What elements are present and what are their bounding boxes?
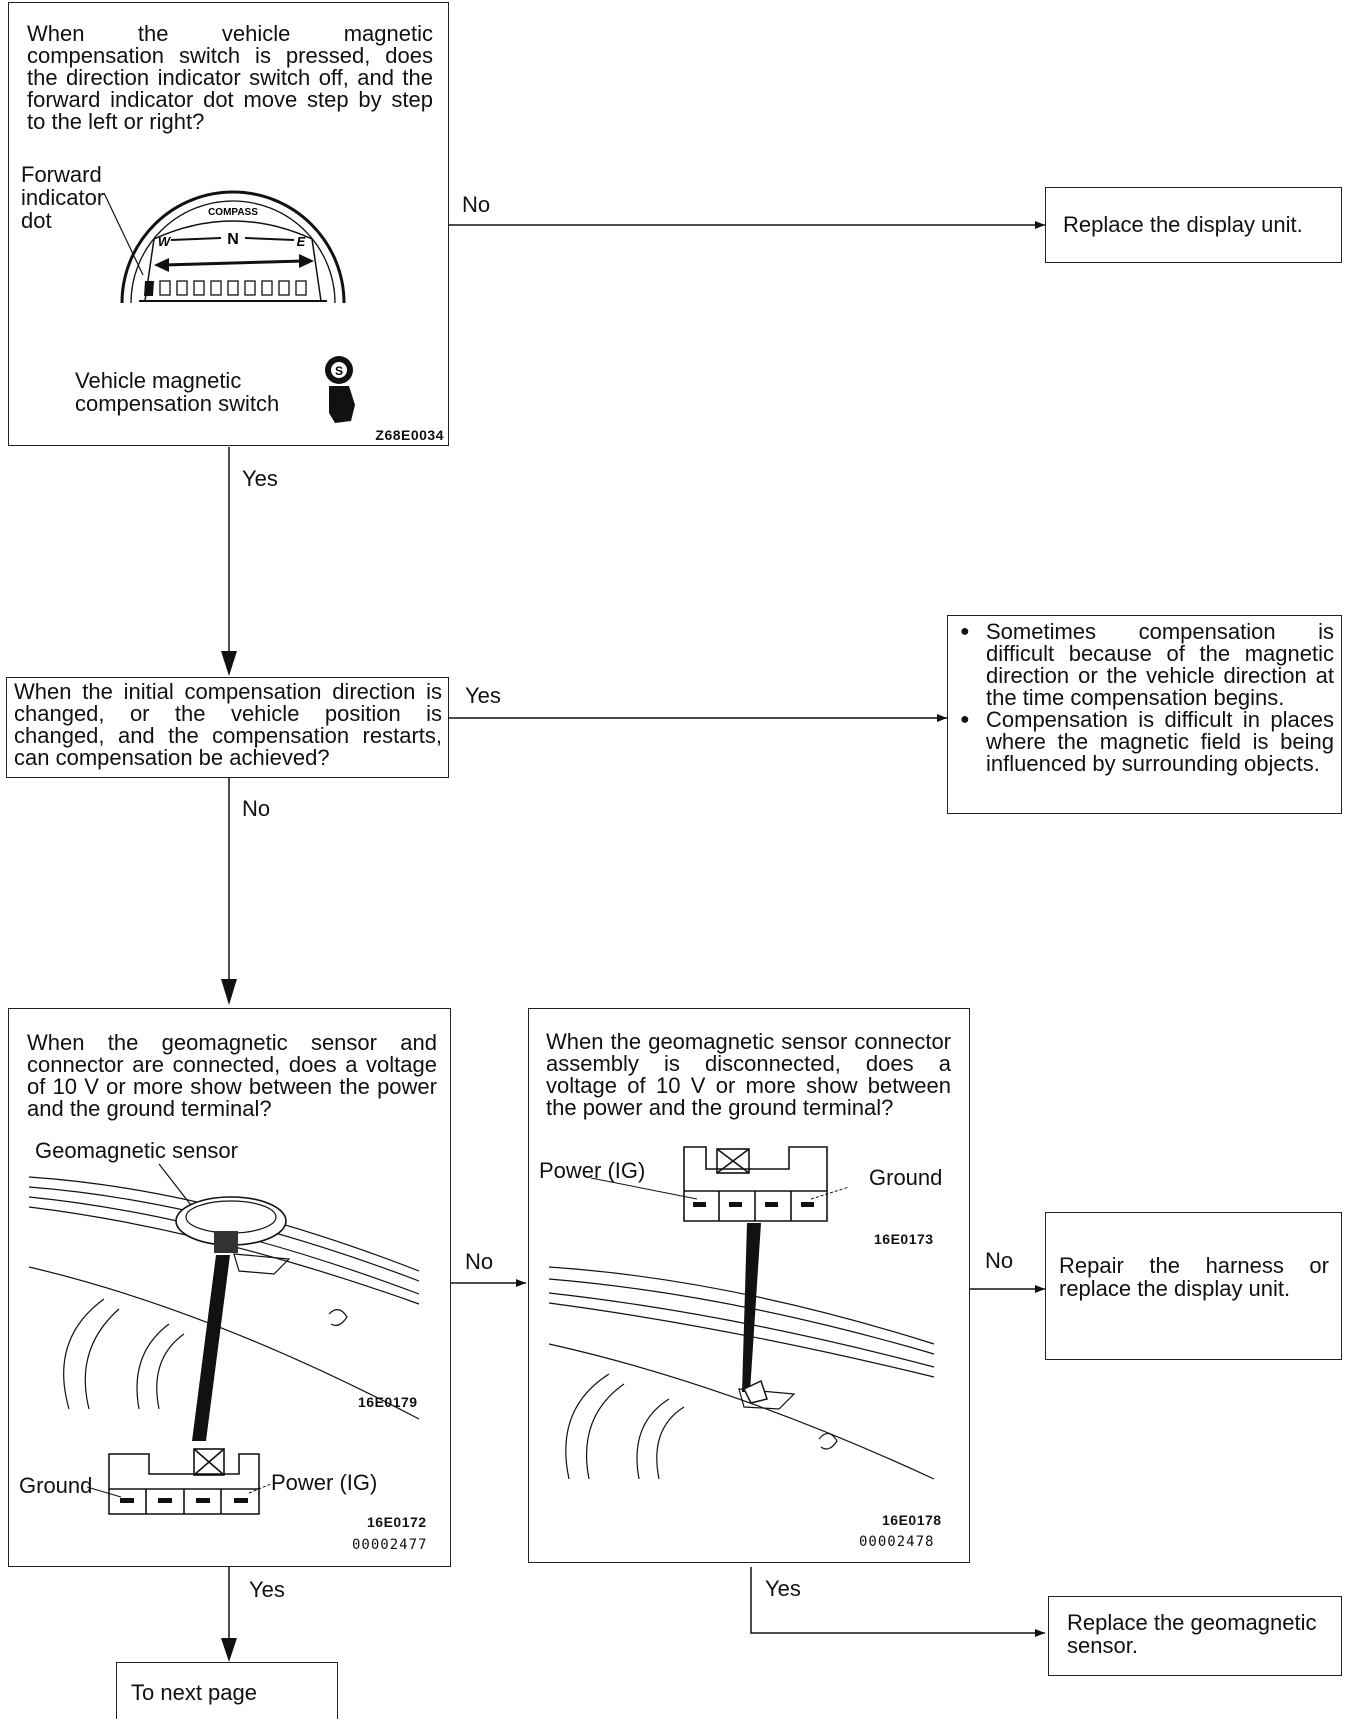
- question-1-text: When the vehicle magnetic compensation s…: [27, 21, 433, 134]
- result-2-bullets: Sometimes compensation is difficult beca…: [956, 621, 1334, 775]
- arrowhead-q2-no: [221, 979, 237, 1005]
- question-2-text: When the initial compensation direction …: [14, 679, 442, 770]
- sensor-disconnected-illustration: [548, 1146, 935, 1480]
- question-box-1: When the vehicle magnetic compensation s…: [8, 2, 449, 446]
- result-3-text: Repair the harness or replace the displa…: [1059, 1253, 1329, 1301]
- ground-label: Ground: [869, 1165, 943, 1190]
- flow-label-q3-no: No: [465, 1249, 494, 1274]
- switch-label: Vehicle magnetic compensation switch: [75, 368, 280, 416]
- result-compensation-notes: Sometimes compensation is difficult beca…: [947, 615, 1342, 814]
- ground-label: Ground: [19, 1473, 93, 1498]
- figure-code-z68e0034: Z68E0034: [375, 427, 444, 443]
- compass-display-illustration: COMPASS W N E S: [103, 190, 355, 423]
- figure-code-16e0173: 16E0173: [874, 1231, 934, 1247]
- figure-code-16e0178: 16E0178: [882, 1512, 942, 1528]
- result-4-text: Replace the geomagnetic sensor.: [1067, 1610, 1317, 1658]
- forward-indicator-label: Forward indicator dot: [21, 162, 105, 233]
- compass-label: COMPASS: [208, 207, 258, 218]
- compass-n: N: [227, 231, 239, 248]
- geomagnetic-sensor-label: Geomagnetic sensor: [35, 1138, 238, 1163]
- result-1-text: Replace the display unit.: [1063, 212, 1303, 237]
- flow-label-q2-yes: Yes: [465, 683, 501, 708]
- bullet-item: Compensation is difficult in places wher…: [956, 709, 1334, 775]
- arrowhead-q3-yes: [221, 1638, 237, 1662]
- figure-code-16e0172: 16E0172: [367, 1514, 427, 1530]
- question-box-3: When the geomagnetic sensor and connecto…: [8, 1008, 451, 1567]
- figure-code-16e0179: 16E0179: [358, 1394, 418, 1410]
- to-next-page-label: To next page: [131, 1680, 257, 1705]
- compass-w: W: [158, 234, 172, 249]
- flow-label-q3-yes: Yes: [249, 1577, 285, 1602]
- arrowhead-q1-yes: [221, 651, 237, 676]
- to-next-page-box: To next page: [116, 1662, 338, 1719]
- figure-code-00002477: 00002477: [352, 1537, 428, 1553]
- flow-label-q1-no: No: [462, 192, 491, 217]
- power-ig-label: Power (IG): [271, 1470, 378, 1495]
- flow-label-q4-yes: Yes: [765, 1576, 801, 1601]
- result-replace-display: Replace the display unit.: [1045, 187, 1342, 263]
- sensor-installed-illustration: [28, 1163, 420, 1515]
- bullet-item: Sometimes compensation is difficult beca…: [956, 621, 1334, 709]
- compass-e: E: [297, 234, 306, 249]
- question-box-2: When the initial compensation direction …: [6, 677, 449, 778]
- arrow-q4-yes: [750, 1567, 1045, 1637]
- question-3-text: When the geomagnetic sensor and connecto…: [27, 1030, 437, 1121]
- figure-code-00002478: 00002478: [859, 1534, 935, 1550]
- switch-letter: S: [335, 364, 343, 378]
- result-repair-harness: Repair the harness or replace the displa…: [1045, 1212, 1342, 1360]
- flow-label-q4-no: No: [985, 1248, 1014, 1273]
- flow-label-q1-yes: Yes: [242, 466, 278, 491]
- question-box-4: When the geomagnetic sensor connector as…: [528, 1008, 970, 1563]
- result-replace-sensor: Replace the geomagnetic sensor.: [1048, 1596, 1342, 1676]
- flow-label-q2-no: No: [242, 796, 271, 821]
- question-4-text: When the geomagnetic sensor connector as…: [546, 1029, 951, 1120]
